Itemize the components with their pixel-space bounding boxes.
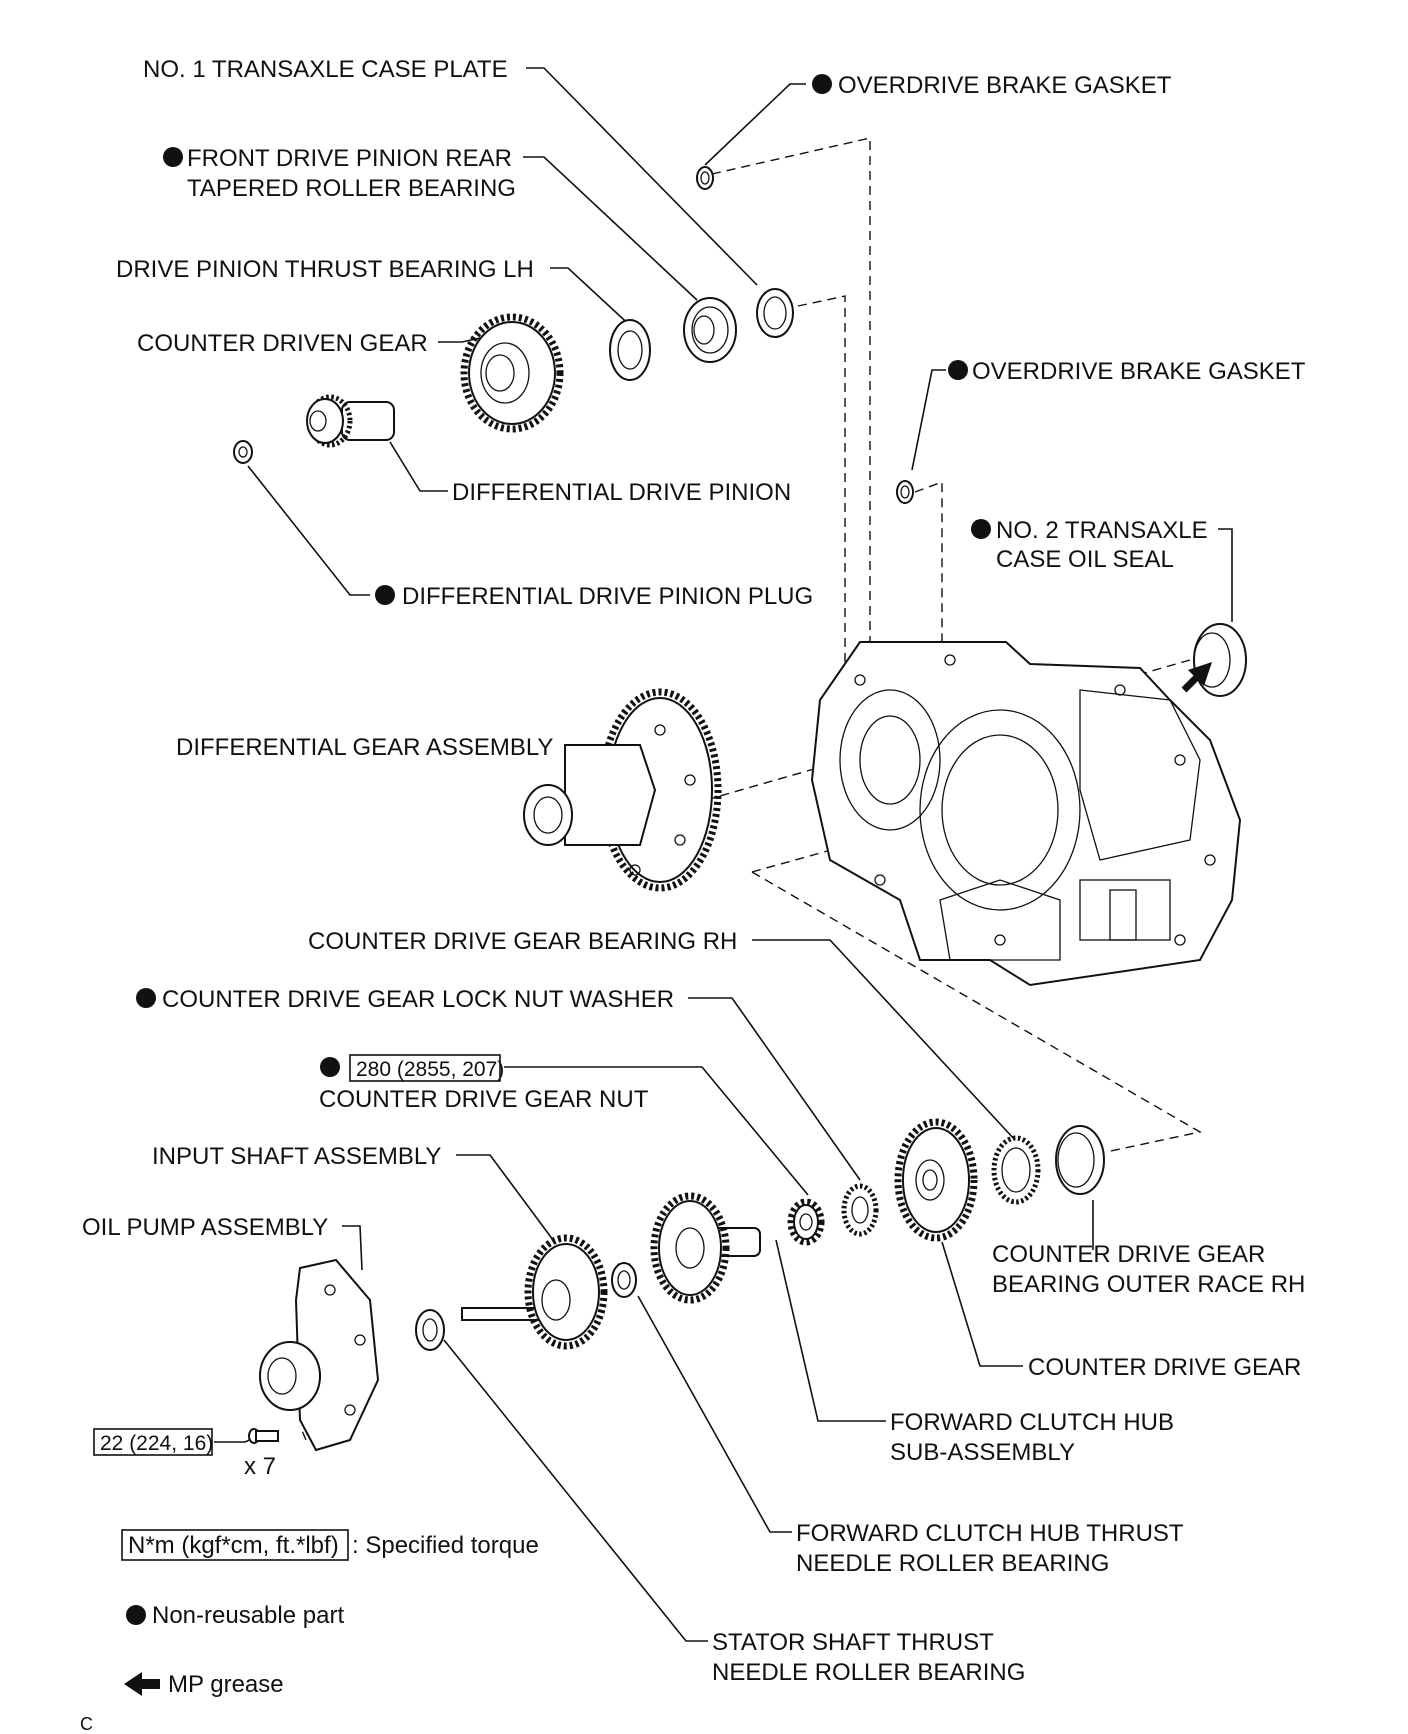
leader-lines [214,67,1233,1642]
label-counter-driven: COUNTER DRIVEN GEAR [137,330,428,357]
torque-pump-bolt-value: 22 (224, 16) [100,1432,213,1455]
label-thrust-lh: DRIVE PINION THRUST BEARING LH [116,256,534,283]
label-diff-pinion: DIFFERENTIAL DRIVE PINION [452,479,791,506]
label-fwd-hub-1: FORWARD CLUTCH HUB [890,1409,1174,1436]
oil-pump-assembly-part [259,1258,380,1452]
overdrive-brake-gasket-part-1 [696,166,714,190]
label-cdg-nut: COUNTER DRIVE GEAR NUT [319,1086,649,1113]
label-lock-washer: COUNTER DRIVE GEAR LOCK NUT WASHER [162,986,674,1013]
differential-drive-pinion-part [306,394,395,448]
label-rear-bearing-1: FRONT DRIVE PINION REAR [187,145,512,172]
transaxle-case-plate-part [756,288,794,338]
pinion-plug-part [233,440,253,464]
label-cdg-bearing-rh: COUNTER DRIVE GEAR BEARING RH [308,928,737,955]
label-fwd-thrust-1: FORWARD CLUTCH HUB THRUST [796,1520,1184,1547]
legend-non-reusable: Non-reusable part [152,1602,344,1629]
input-shaft-part [461,1234,608,1350]
forward-clutch-thrust-bearing-part [611,1262,637,1298]
label-overdrive-gasket-1: OVERDRIVE BRAKE GASKET [838,72,1172,99]
counter-driven-gear-part [460,313,564,433]
forward-clutch-hub-part [650,1192,761,1304]
label-diff-gear: DIFFERENTIAL GEAR ASSEMBLY [176,734,553,761]
label-outer-race-2: BEARING OUTER RACE RH [992,1271,1305,1298]
overdrive-brake-gasket-part-2 [896,480,914,504]
outer-race-rh-part [1055,1125,1105,1195]
label-oil-pump: OIL PUMP ASSEMBLY [82,1214,328,1241]
transaxle-case-part [810,641,1242,987]
label-outer-race-1: COUNTER DRIVE GEAR [992,1241,1265,1268]
part-labels: NO. 1 TRANSAXLE CASE PLATE OVERDRIVE BRA… [82,56,1306,1686]
label-input-shaft: INPUT SHAFT ASSEMBLY [152,1143,441,1170]
pump-bolt-part [248,1428,279,1444]
legend-grease: MP grease [168,1671,284,1698]
legend-torque-unit: N*m (kgf*cm, ft.*lbf) [128,1532,339,1559]
label-case-plate: NO. 1 TRANSAXLE CASE PLATE [143,56,508,83]
torque-spec-nut: 280 (2855, 207) [349,1054,504,1082]
differential-gear-assembly-part [523,688,722,892]
lock-nut-washer-part [841,1183,879,1237]
torque-spec-pump-bolt: 22 (224, 16) [93,1428,213,1456]
grease-arrow-icon [1181,662,1212,693]
label-fwd-thrust-2: NEEDLE ROLLER BEARING [796,1550,1109,1577]
transaxle-case-oil-seal-part [1193,623,1247,697]
label-stator-2: NEEDLE ROLLER BEARING [712,1659,1025,1686]
label-bolt-count: x 7 [244,1453,276,1480]
counter-drive-gear-bearing-rh-part [991,1135,1041,1205]
footer-code: C [80,1714,93,1734]
label-rear-bearing-2: TAPERED ROLLER BEARING [187,175,516,202]
tapered-roller-bearing-part [683,297,737,363]
label-oil-seal-2: CASE OIL SEAL [996,546,1174,573]
label-pinion-plug: DIFFERENTIAL DRIVE PINION PLUG [402,583,813,610]
thrust-bearing-lh-part [609,319,651,381]
counter-drive-gear-nut-part [787,1198,825,1246]
label-stator-1: STATOR SHAFT THRUST [712,1629,994,1656]
label-overdrive-gasket-2: OVERDRIVE BRAKE GASKET [972,358,1306,385]
legend-grease-arrow-icon [124,1672,160,1696]
legend: N*m (kgf*cm, ft.*lbf) : Specified torque… [121,1529,539,1698]
non-reusable-dot-icons [126,74,991,1625]
legend-torque-text: : Specified torque [352,1532,539,1559]
label-fwd-hub-2: SUB-ASSEMBLY [890,1439,1075,1466]
label-oil-seal-1: NO. 2 TRANSAXLE [996,517,1208,544]
label-counter-drive: COUNTER DRIVE GEAR [1028,1354,1301,1381]
stator-thrust-bearing-part [415,1309,445,1351]
counter-drive-gear-part [894,1118,978,1242]
torque-nut-value: 280 (2855, 207) [356,1058,504,1081]
